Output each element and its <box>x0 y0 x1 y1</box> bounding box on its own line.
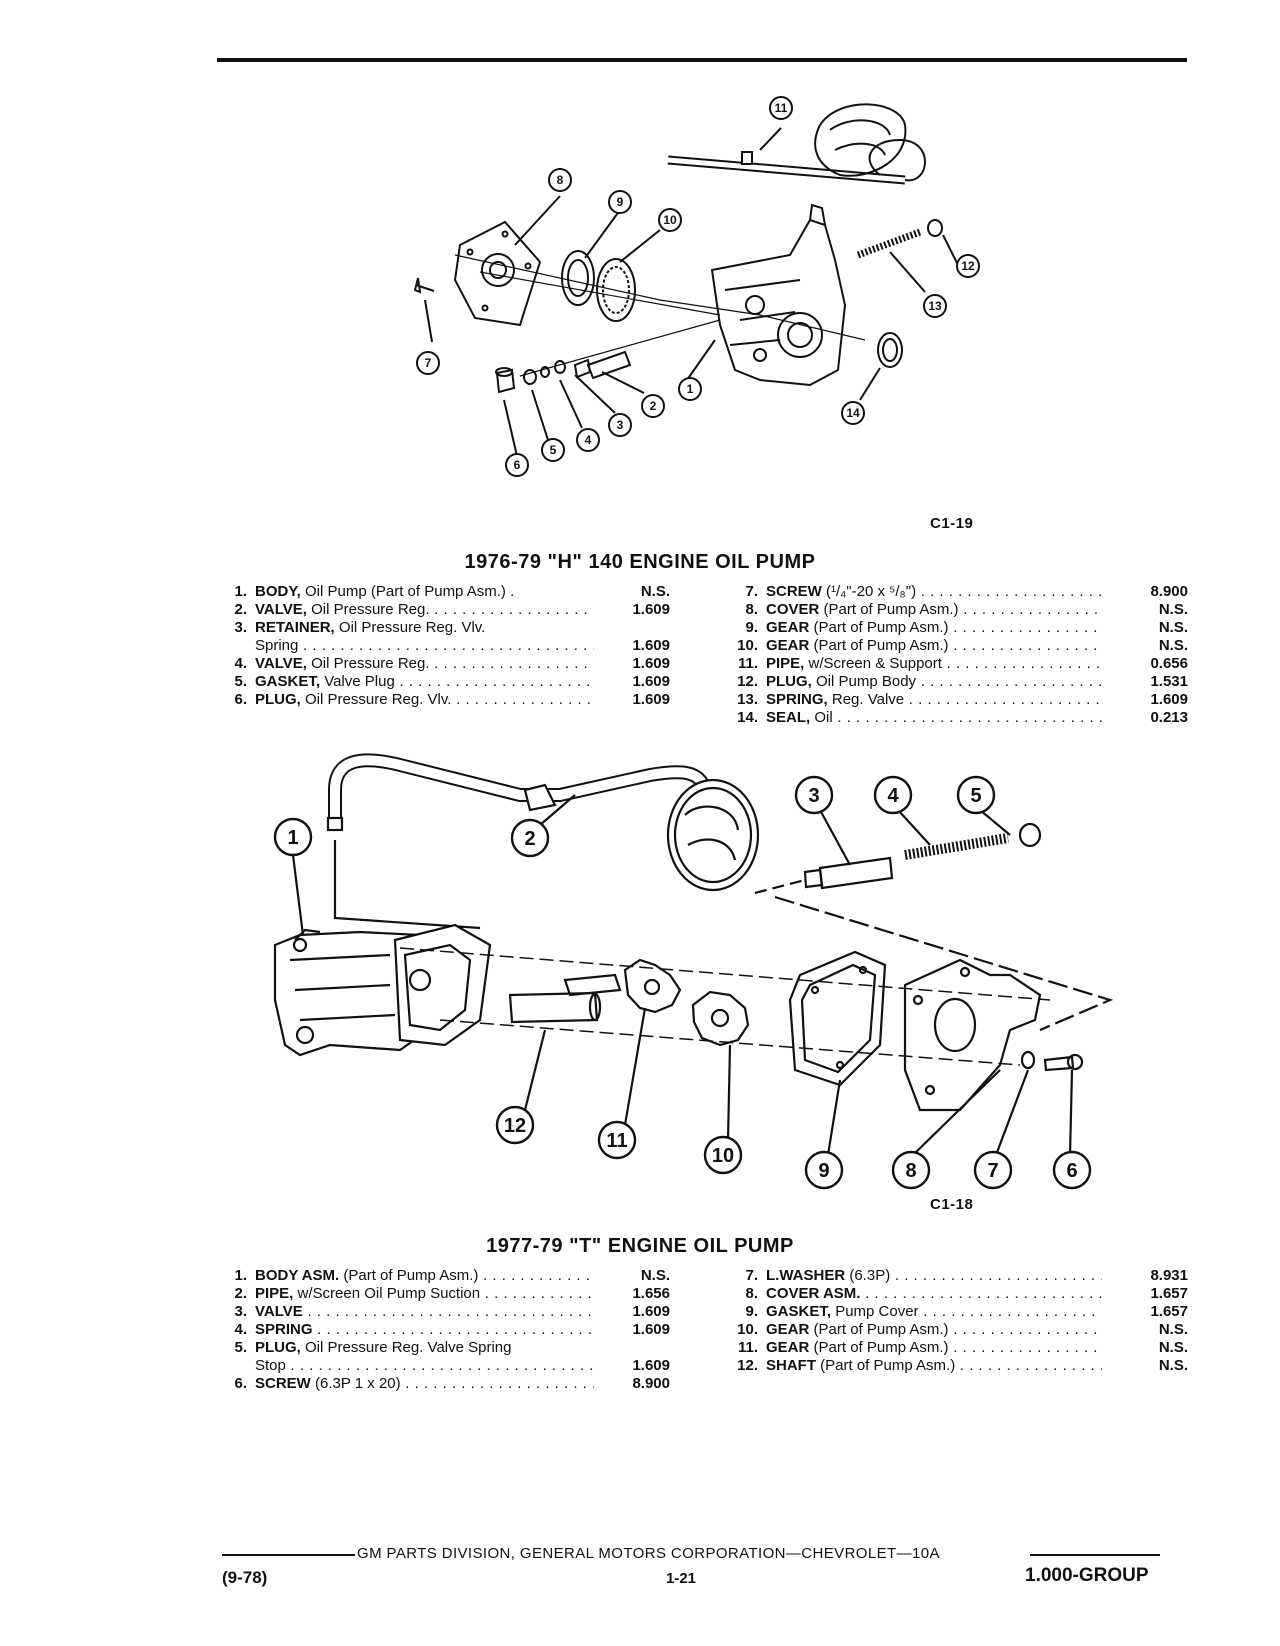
figure2-title: 1977-79 "T" ENGINE OIL PUMP <box>486 1235 794 1257</box>
fig1-callout-7: 7 <box>425 356 432 370</box>
footer-page-number: 1-21 <box>666 1570 697 1587</box>
footer-rule-right <box>1030 1554 1160 1556</box>
parts-row: 2.PIPE, w/Screen Oil Pump Suction1.656 <box>215 1285 670 1303</box>
fig1-callout-14: 14 <box>846 406 860 420</box>
fig2-callout-3: 3 <box>808 785 819 807</box>
footer-date: (9-78) <box>222 1568 268 1587</box>
parts-row: 1.BODY ASM. (Part of Pump Asm.)N.S. <box>215 1267 670 1285</box>
top-rule <box>217 58 1187 62</box>
parts-row: 13.SPRING, Reg. Valve1.609 <box>718 691 1188 709</box>
parts-row: 4.VALVE, Oil Pressure Reg.1.609 <box>215 655 670 673</box>
figure1-parts-left: 1.BODY, Oil Pump (Part of Pump Asm.) .N.… <box>215 583 670 709</box>
parts-row: 1.BODY, Oil Pump (Part of Pump Asm.) .N.… <box>234 583 670 600</box>
fig2-callout-4: 4 <box>887 785 899 807</box>
parts-row: 3.VALVE1.609 <box>215 1303 670 1321</box>
fig1-callout-5: 5 <box>550 443 557 457</box>
figure2-parts-left: 1.BODY ASM. (Part of Pump Asm.)N.S. 2.PI… <box>215 1267 670 1393</box>
parts-row: 6.SCREW (6.3P 1 x 20)8.900 <box>215 1375 670 1393</box>
figure1-parts-right: 7.SCREW (¹/₄"-20 x ⁵/₈")8.900 8.COVER (P… <box>718 583 1188 727</box>
fig2-callout-1: 1 <box>287 827 298 849</box>
parts-row: 12.SHAFT (Part of Pump Asm.)N.S. <box>718 1357 1188 1375</box>
footer-rule-left <box>222 1554 355 1556</box>
parts-row: 4.SPRING1.609 <box>215 1321 670 1339</box>
parts-row: 5.PLUG, Oil Pressure Reg. Valve Spring <box>234 1339 512 1356</box>
parts-row: 8.COVER ASM.1.657 <box>718 1285 1188 1303</box>
parts-row: Stop1.609 <box>215 1357 670 1375</box>
parts-row: 12.PLUG, Oil Pump Body1.531 <box>718 673 1188 691</box>
fig2-callout-7: 7 <box>987 1160 998 1182</box>
fig1-callout-12: 12 <box>961 259 975 273</box>
parts-row: 7.L.WASHER (6.3P)8.931 <box>718 1267 1188 1285</box>
parts-row: 10.GEAR (Part of Pump Asm.)N.S. <box>718 637 1188 655</box>
fig1-callout-10: 10 <box>663 213 677 227</box>
footer-publisher: GM PARTS DIVISION, GENERAL MOTORS CORPOR… <box>357 1545 940 1562</box>
figure1-code: C1-19 <box>930 515 974 532</box>
figure2-parts-right: 7.L.WASHER (6.3P)8.931 8.COVER ASM.1.657… <box>718 1267 1188 1375</box>
parts-row: 11.PIPE, w/Screen & Support0.656 <box>718 655 1188 673</box>
parts-row: 10.GEAR (Part of Pump Asm.)N.S. <box>718 1321 1188 1339</box>
parts-row: 14.SEAL, Oil0.213 <box>718 709 1188 727</box>
fig1-callout-9: 9 <box>617 195 624 209</box>
fig2-callout-5: 5 <box>970 785 981 807</box>
fig2-callout-12: 12 <box>504 1115 526 1137</box>
figure2-code: C1-18 <box>930 1196 974 1213</box>
fig1-callout-11: 11 <box>775 101 788 115</box>
footer-group: 1.000-GROUP <box>1025 1565 1149 1586</box>
parts-row: 9.GEAR (Part of Pump Asm.)N.S. <box>718 619 1188 637</box>
fig1-callout-4: 4 <box>585 433 592 447</box>
parts-row: 6.PLUG, Oil Pressure Reg. Vlv.1.609 <box>215 691 670 709</box>
parts-row: 11.GEAR (Part of Pump Asm.)N.S. <box>718 1339 1188 1357</box>
parts-row: 5.GASKET, Valve Plug1.609 <box>215 673 670 691</box>
fig2-callout-9: 9 <box>818 1160 829 1182</box>
parts-row: 7.SCREW (¹/₄"-20 x ⁵/₈")8.900 <box>718 583 1188 601</box>
figure1-title: 1976-79 "H" 140 ENGINE OIL PUMP <box>464 551 816 573</box>
fig1-callout-13: 13 <box>928 299 942 313</box>
figure-t-engine-oil-pump: 1 2 3 4 5 12 11 10 9 8 7 6 <box>273 753 1114 1190</box>
parts-row: 8.COVER (Part of Pump Asm.)N.S. <box>718 601 1188 619</box>
fig1-callout-8: 8 <box>557 173 564 187</box>
parts-row: 3.RETAINER, Oil Pressure Reg. Vlv. <box>234 619 486 636</box>
fig1-callout-2: 2 <box>650 399 657 413</box>
parts-row: Spring1.609 <box>215 637 670 655</box>
fig2-callout-11: 11 <box>606 1130 627 1152</box>
parts-row: 2.VALVE, Oil Pressure Reg.1.609 <box>215 601 670 619</box>
fig1-callout-3: 3 <box>617 418 624 432</box>
fig2-callout-8: 8 <box>905 1160 916 1182</box>
fig2-callout-10: 10 <box>712 1145 734 1167</box>
fig2-callout-6: 6 <box>1066 1160 1077 1182</box>
fig2-callout-2: 2 <box>524 828 535 850</box>
figure-h-engine-oil-pump: 11 8 9 10 12 13 7 1 2 3 4 5 6 14 <box>413 96 980 477</box>
fig1-callout-1: 1 <box>687 382 694 396</box>
fig1-callout-6: 6 <box>514 458 521 472</box>
parts-row: 9.GASKET, Pump Cover1.657 <box>718 1303 1188 1321</box>
